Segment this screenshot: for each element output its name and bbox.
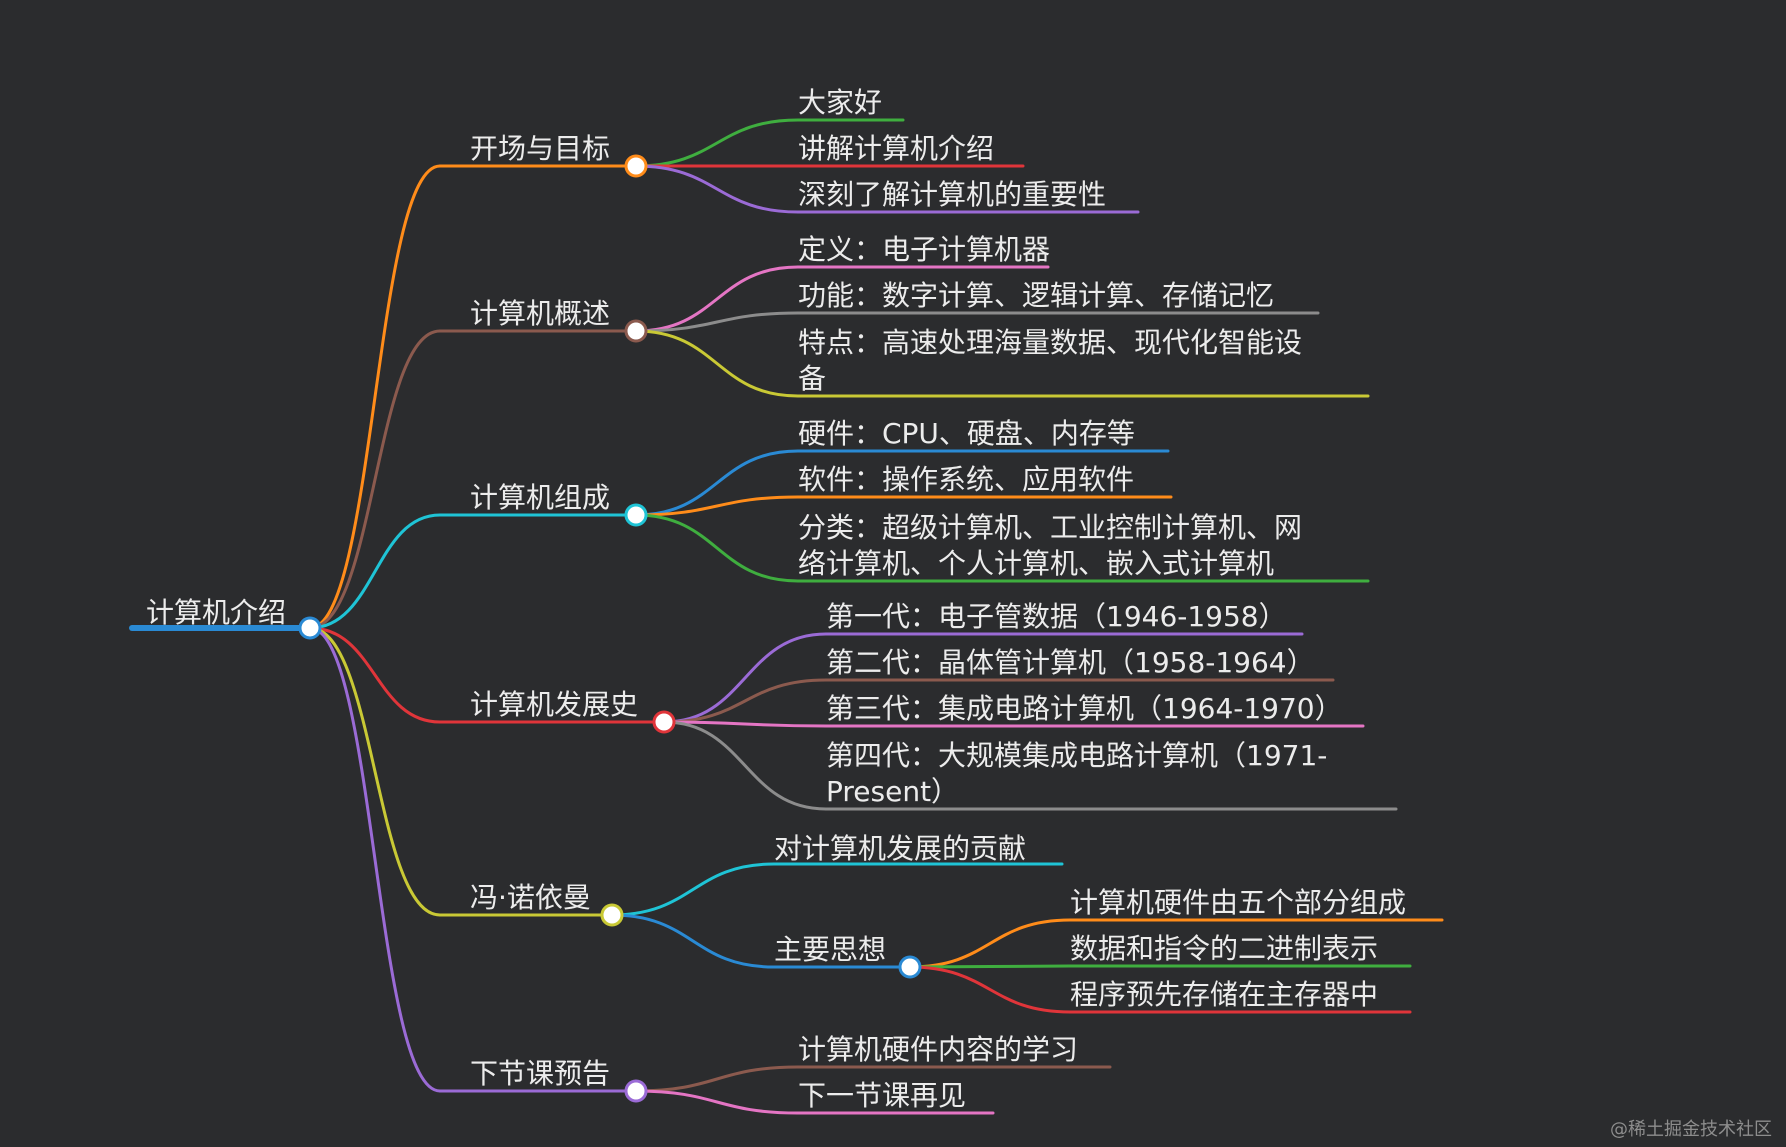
branch-1-child-2-label-line: 备	[798, 362, 826, 395]
branch-4-grandchild-2-label: 程序预先存储在主存器中	[1070, 978, 1378, 1011]
branch-1-child-2-label: 特点：高速处理海量数据、现代化智能设备	[798, 326, 1302, 395]
branch-4-child-1-node[interactable]	[898, 955, 922, 979]
branch-3-child-0-edge	[662, 632, 828, 724]
branch-2-edge	[308, 513, 442, 630]
mindmap-edges	[129, 118, 1444, 1115]
branch-5-node[interactable]	[624, 1079, 648, 1103]
branch-0-child-0-label: 大家好	[798, 86, 882, 119]
mindmap-nodes	[298, 154, 922, 1103]
branch-5-child-1-label: 下一节课再见	[798, 1079, 966, 1112]
branch-3-child-1-label: 第二代：晶体管计算机（1958-1964）	[826, 646, 1315, 679]
branch-0-child-2-label: 深刻了解计算机的重要性	[798, 178, 1106, 211]
branch-3-child-1-edge	[662, 678, 828, 724]
branch-4-child-0-edge	[610, 862, 776, 917]
branch-2-child-1-edge	[634, 495, 800, 517]
branch-1-child-1-label: 功能：数字计算、逻辑计算、存储记忆	[798, 279, 1274, 312]
branch-3-child-3-label-line: 第四代：大规模集成电路计算机（1971-	[826, 739, 1327, 772]
branch-2-child-0-label: 硬件：CPU、硬盘、内存等	[798, 417, 1135, 450]
branch-1-edge	[308, 329, 442, 630]
branch-2-child-2-edge	[634, 513, 800, 583]
branch-3-child-2-label: 第三代：集成电路计算机（1964-1970）	[826, 692, 1343, 725]
branch-5-edge	[308, 626, 442, 1093]
branch-0-label: 开场与目标	[470, 132, 610, 165]
branch-2-child-2-label-line: 分类：超级计算机、工业控制计算机、网	[798, 511, 1302, 544]
branch-4-grandchild-1-edge	[908, 964, 1072, 969]
branch-1-child-1-edge	[634, 311, 800, 333]
branch-4-grandchild-2-edge	[908, 965, 1072, 1014]
branch-0-edge	[308, 164, 442, 630]
branch-2-node[interactable]	[624, 503, 648, 527]
branch-3-child-3-label-line: Present）	[826, 775, 959, 808]
watermark: @稀土掘金技术社区	[1610, 1119, 1772, 1140]
branch-2-label: 计算机组成	[470, 481, 610, 514]
branch-1-child-0-label: 定义：电子计算机器	[798, 233, 1050, 266]
branch-5-child-0-edge	[634, 1065, 800, 1093]
branch-4-child-1-edge	[610, 913, 776, 969]
branch-1-child-0-edge	[634, 265, 800, 333]
branch-3-label: 计算机发展史	[470, 688, 638, 721]
branch-2-child-2-label-line: 络计算机、个人计算机、嵌入式计算机	[798, 547, 1274, 580]
branch-0-child-1-label: 讲解计算机介绍	[798, 132, 994, 165]
branch-4-child-0-label: 对计算机发展的贡献	[774, 832, 1026, 865]
branch-4-node[interactable]	[600, 903, 624, 927]
branch-3-edge	[308, 626, 442, 724]
branch-0-child-2-edge	[634, 164, 800, 214]
branch-3-node[interactable]	[652, 710, 676, 734]
branch-4-grandchild-0-edge	[908, 918, 1072, 969]
root-node-label: 计算机介绍	[146, 596, 286, 629]
branch-3-child-3-label: 第四代：大规模集成电路计算机（1971-Present）	[826, 739, 1327, 808]
branch-4-edge	[308, 626, 442, 917]
branch-4-child-1-label: 主要思想	[774, 933, 886, 966]
branch-3-child-3-edge	[662, 720, 828, 811]
branch-1-label: 计算机概述	[470, 297, 610, 330]
branch-1-child-2-label-line: 特点：高速处理海量数据、现代化智能设	[798, 326, 1302, 359]
root-node[interactable]	[298, 616, 322, 640]
branch-1-child-2-edge	[634, 329, 800, 398]
branch-3-child-2-edge	[662, 720, 828, 728]
branch-4-label: 冯·诺依曼	[470, 881, 591, 914]
branch-4-grandchild-0-label: 计算机硬件由五个部分组成	[1070, 886, 1406, 919]
branch-5-label: 下节课预告	[470, 1057, 610, 1090]
branch-0-child-0-edge	[634, 118, 800, 168]
branch-2-child-1-label: 软件：操作系统、应用软件	[798, 463, 1134, 496]
branch-5-child-1-edge	[634, 1089, 800, 1115]
branch-0-node[interactable]	[624, 154, 648, 178]
branch-2-child-0-edge	[634, 449, 800, 517]
branch-5-child-0-label: 计算机硬件内容的学习	[798, 1033, 1078, 1066]
branch-4-grandchild-1-label: 数据和指令的二进制表示	[1070, 932, 1378, 965]
branch-2-child-2-label: 分类：超级计算机、工业控制计算机、网络计算机、个人计算机、嵌入式计算机	[798, 511, 1302, 580]
branch-3-child-0-label: 第一代：电子管数据（1946-1958）	[826, 600, 1287, 633]
branch-1-node[interactable]	[624, 319, 648, 343]
